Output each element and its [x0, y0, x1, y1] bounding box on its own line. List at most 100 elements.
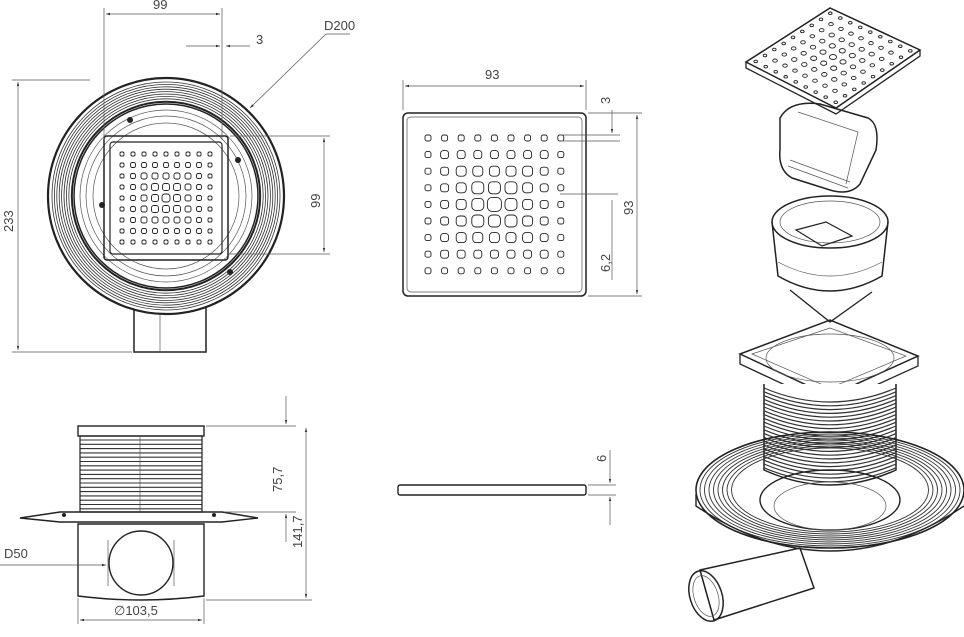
top-grate-frame [103, 135, 229, 261]
grate-hole [504, 181, 518, 195]
iso-grate-hole [878, 56, 885, 61]
grate-hole [440, 183, 450, 193]
grate-hole [524, 267, 532, 275]
grate-hole [196, 184, 202, 190]
iso-grate-hole [848, 52, 856, 59]
side-ribs [79, 435, 203, 513]
grate-hole [196, 162, 202, 168]
grate-hole [196, 173, 202, 179]
grate-hole [557, 250, 565, 258]
iso-grate-hole [848, 20, 853, 25]
grate-plate [402, 112, 587, 297]
iso-grate-hole [878, 45, 884, 50]
iso-grate-hole [753, 59, 758, 64]
iso-grate-hole [809, 23, 814, 28]
grate-hole [424, 267, 432, 275]
iso-grate-hole [792, 68, 798, 73]
grate-hole [185, 151, 191, 157]
grate-hole [140, 172, 148, 180]
iso-grate-hole [838, 48, 846, 54]
grate-hole [163, 228, 169, 234]
grate-hole [130, 217, 136, 223]
grate-hole [540, 267, 548, 275]
grate-hole [119, 239, 125, 245]
thread [763, 463, 897, 479]
grate-hole [119, 195, 125, 201]
grate-hole [487, 214, 501, 228]
grate-hole [207, 151, 213, 157]
iso-grate-hole [800, 50, 807, 56]
iso-grate-hole [793, 80, 798, 84]
iso-outlet-pipe [688, 547, 815, 622]
flange-ring [722, 443, 938, 537]
grate-hole [440, 199, 450, 209]
grate-hole [440, 216, 450, 226]
grate-hole [207, 162, 213, 168]
grate-hole [487, 181, 501, 195]
iso-grate-hole [818, 28, 825, 33]
dim-height-top: 75,7 [270, 467, 285, 492]
iso-grate-hole [791, 57, 798, 62]
iso-grate-hole [819, 49, 827, 55]
iso-grate-hole [823, 95, 828, 99]
grate-hole [424, 234, 432, 242]
grate-hole [152, 239, 158, 245]
iso-grate-hole [783, 75, 788, 79]
iso-grate-hole [858, 46, 865, 52]
iso-trap [779, 102, 878, 193]
grate-hole [440, 233, 450, 243]
iso-grate-hole [830, 65, 838, 71]
grate-hole [424, 200, 432, 208]
flange-ring [68, 98, 264, 294]
iso-flange [695, 431, 964, 552]
grate-hole [196, 151, 202, 157]
iso-grate-hole [772, 47, 777, 52]
iso-grate-hole [839, 59, 847, 65]
grate-hole [523, 249, 533, 259]
grate-hole [130, 162, 136, 168]
grate-hole [522, 198, 534, 210]
iso-grate-hole [852, 87, 857, 92]
iso-grate-hole [818, 17, 824, 22]
grate-hole [504, 197, 518, 211]
grate-hole [455, 215, 467, 227]
grate-hole [196, 239, 202, 245]
grate-hole [152, 151, 158, 157]
iso-grate-hole [838, 26, 844, 31]
grate-hole [163, 151, 169, 157]
grate-hole [440, 166, 450, 176]
dim-grate-width-2: 93 [485, 67, 499, 82]
thread [763, 402, 897, 418]
iso-grate-hole [838, 37, 845, 43]
iso-grate-hole [842, 94, 848, 98]
iso-grate-hole [773, 69, 778, 74]
grate-hole [440, 249, 450, 259]
grate-hole [174, 151, 180, 157]
iso-grate-hole [828, 32, 835, 38]
iso-grate-hole [848, 31, 854, 36]
grate-hole [424, 151, 432, 159]
grate-hole [539, 216, 549, 226]
grate-hole [119, 206, 125, 212]
grate-hole [524, 134, 532, 142]
iso-grate-hole [800, 40, 806, 45]
grate-hole [474, 267, 482, 275]
grate-hole [523, 150, 533, 160]
iso-grate-hole [832, 88, 838, 93]
iso-grate-hole [868, 51, 875, 57]
iso-grate-hole [868, 41, 874, 46]
thread [763, 395, 897, 411]
grate-hole [130, 195, 136, 201]
iso-grate-hole [898, 55, 904, 60]
screw-icon [235, 157, 241, 163]
grate-side-plate [397, 484, 587, 496]
iso-grate [744, 7, 922, 115]
grate-hole [424, 184, 432, 192]
grate-hole [141, 239, 147, 245]
thread [763, 387, 897, 403]
grate-hole [490, 134, 498, 142]
grate-hole [473, 150, 483, 160]
grate-hole [130, 173, 136, 179]
top-grate-holes [119, 151, 213, 245]
grate-hole [522, 232, 534, 244]
